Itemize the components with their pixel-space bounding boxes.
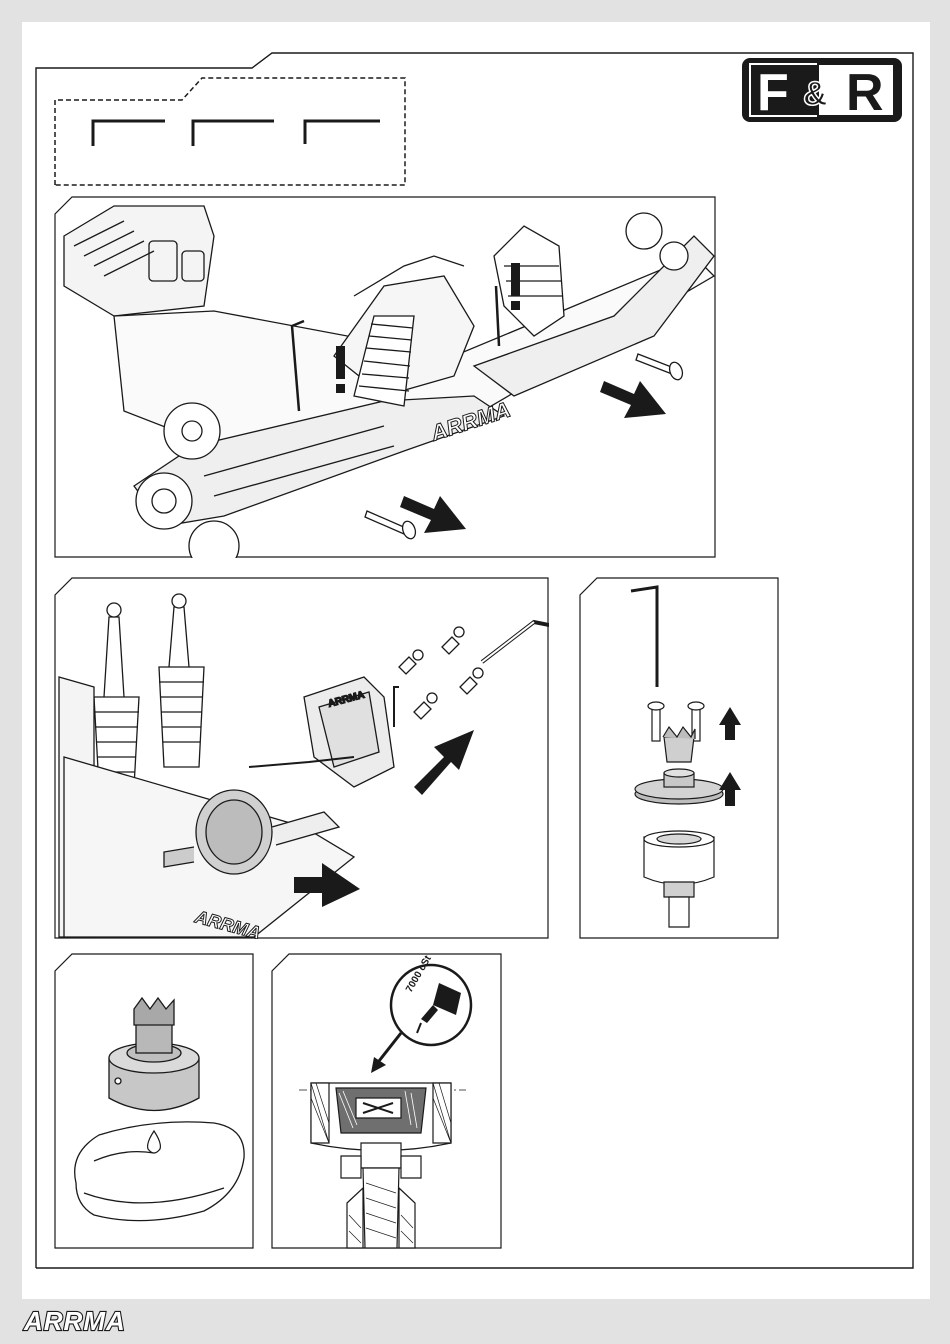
hex-wrench-icon	[193, 121, 274, 146]
warning-exclamation-icon	[511, 263, 520, 310]
step-panel-diff-disassembly	[579, 577, 779, 939]
fr-logo-ampersand: &	[803, 75, 828, 113]
step-panel-suspension-pins: ARRMA	[54, 196, 716, 558]
fr-logo: F & R	[741, 57, 903, 123]
footer-brand-text: ARRMA	[23, 1306, 126, 1336]
step-panel-drain-oil	[54, 953, 254, 1249]
hex-wrench-icon	[93, 121, 165, 146]
footer-brand-logo: ARRMA	[22, 1306, 154, 1336]
tools-box	[55, 78, 405, 185]
fr-logo-left-letter: F	[757, 64, 789, 122]
hex-wrench-icon	[305, 121, 380, 144]
fr-logo-right-letter: R	[846, 64, 884, 122]
warning-exclamation-icon	[336, 346, 345, 393]
instruction-page: F & R	[22, 22, 930, 1299]
step-panel-fill-oil: 7000 cSt	[271, 953, 502, 1249]
step-panel-gearbox-removal: ARRMA ARRMA	[54, 577, 549, 939]
